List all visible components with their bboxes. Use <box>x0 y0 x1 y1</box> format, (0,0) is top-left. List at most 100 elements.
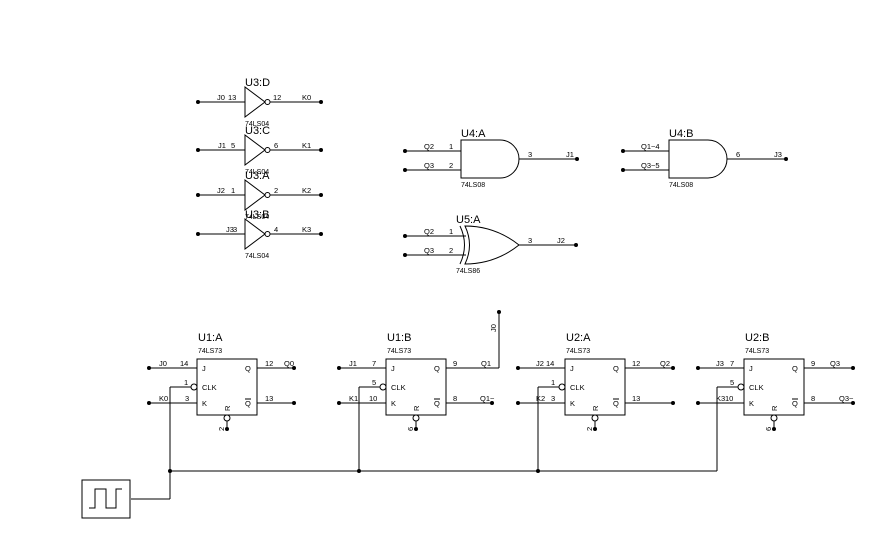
ff-clk-pin: 5 <box>372 378 376 387</box>
ff-q-pin: 9 <box>811 359 815 368</box>
inverter-u3d[interactable]: U3:D 74LS04 J0 13 12 K0 <box>196 77 323 128</box>
square-wave-icon <box>89 488 122 509</box>
gate-in1-net: Q2 <box>424 142 434 151</box>
inverter-u3b[interactable]: U3:B 74LS04 J3 3 4 K3 <box>196 209 323 260</box>
gate-in2-net: Q3 <box>424 161 434 170</box>
inverter-in-pin: 1 <box>231 186 235 195</box>
inverter-out-pin: 4 <box>274 225 278 234</box>
ff-j-pin: 14 <box>180 359 188 368</box>
gate-ref: U4:A <box>461 128 486 140</box>
ff-qn-pin: 8 <box>811 394 815 403</box>
ff-qn-net: Q1~ <box>480 394 495 403</box>
wire-j0-label: J0 <box>489 324 498 332</box>
gate-in1-net: Q2 <box>424 227 434 236</box>
gate-in2-net: Q3 <box>424 246 434 255</box>
ff-q-pin: 12 <box>265 359 273 368</box>
ff-r-label: R <box>412 405 421 411</box>
xor-gate-u5a[interactable]: U5:A 74LS86 Q2 1 Q3 2 3 J2 <box>403 214 578 275</box>
flipflop-u1a[interactable]: U1:A 74LS73 J0 14 1 K0 3 12 Q0 13 2 J CL… <box>147 332 296 431</box>
ff-clk-label: CLK <box>570 383 585 392</box>
flipflop-part: 74LS73 <box>198 348 222 355</box>
ff-k-net: K0 <box>159 394 168 403</box>
gate-part: 74LS08 <box>669 182 693 189</box>
inverter-u3c[interactable]: U3:C 74LS04 J1 5 6 K1 <box>196 125 323 176</box>
inverter-out-pin: 6 <box>274 141 278 150</box>
ff-qn-pin: 8 <box>453 394 457 403</box>
ff-r-label: R <box>591 405 600 411</box>
gate-out-pin: 3 <box>528 236 532 245</box>
inverter-part: 74LS04 <box>245 169 269 176</box>
flipflop-part: 74LS73 <box>566 348 590 355</box>
ff-qn-pin: 13 <box>265 394 273 403</box>
gate-part: 74LS86 <box>456 268 480 275</box>
ff-k-label: K <box>202 399 207 408</box>
ff-k-net: K2 <box>536 394 545 403</box>
ff-clk-pin: 5 <box>730 378 734 387</box>
ff-q-net: Q2 <box>660 359 670 368</box>
ff-qn-label: Q <box>434 399 440 408</box>
ff-j-pin: 7 <box>730 359 734 368</box>
ff-k-pin: 10 <box>725 394 733 403</box>
ff-r-pin: 2 <box>217 427 226 431</box>
ff-j-pin: 7 <box>372 359 376 368</box>
inverter-in-net: J1 <box>218 141 226 150</box>
ff-k-label: K <box>749 399 754 408</box>
inverter-in-pin: 3 <box>233 225 237 234</box>
ff-q-label: Q <box>792 364 798 373</box>
flipflop-u2a[interactable]: U2:A 74LS73 J2 14 1 K2 3 12 Q2 13 2 J CL… <box>516 332 675 431</box>
gate-in2-pin: 2 <box>449 246 453 255</box>
ff-r-label: R <box>770 405 779 411</box>
and-gate-u4a[interactable]: U4:A 74LS08 Q2 1 Q3 2 3 J1 <box>403 128 579 189</box>
gate-ref: U5:A <box>456 214 481 226</box>
flipflop-u1b[interactable]: U1:B 74LS73 J1 7 5 K1 10 9 Q1 8 Q1~ 6 J … <box>337 332 499 431</box>
ff-j-net: J3 <box>716 359 724 368</box>
ff-j-pin: 14 <box>546 359 554 368</box>
flipflop-ref: U1:A <box>198 332 223 344</box>
ff-qn-pin: 13 <box>632 394 640 403</box>
ff-qn-label: Q <box>613 399 619 408</box>
inverter-part: 74LS04 <box>245 121 269 128</box>
gate-out-pin: 6 <box>736 150 740 159</box>
ff-r-pin: 6 <box>764 427 773 431</box>
inverter-out-pin: 12 <box>273 93 281 102</box>
ff-k-pin: 10 <box>369 394 377 403</box>
ff-r-pin: 2 <box>585 427 594 431</box>
inverter-in-net: J3 <box>226 225 234 234</box>
inverter-out-net: K0 <box>302 93 311 102</box>
inverter-out-net: K1 <box>302 141 311 150</box>
inverter-in-net: J2 <box>217 186 225 195</box>
ff-clk-label: CLK <box>749 383 764 392</box>
inverter-ref: U3:D <box>245 77 270 89</box>
inverter-part: 74LS04 <box>245 253 269 260</box>
ff-j-label: J <box>749 364 753 373</box>
flipflop-ref: U2:A <box>566 332 591 344</box>
clock-source[interactable] <box>81 479 131 519</box>
flipflop-part: 74LS73 <box>387 348 411 355</box>
inverter-in-pin: 5 <box>231 141 235 150</box>
ff-k-pin: 3 <box>551 394 555 403</box>
inverter-u3a[interactable]: U3:A 74LS04 J2 1 2 K2 <box>196 170 323 221</box>
ff-q-net: Q0 <box>284 359 294 368</box>
ff-q-net: Q3 <box>830 359 840 368</box>
inverter-ref: U3:B <box>245 209 269 221</box>
gate-out-net: J1 <box>566 150 574 159</box>
ff-r-label: R <box>223 405 232 411</box>
and-gate-u4b[interactable]: U4:B 74LS08 Q1~4 Q3~5 6 J3 <box>621 128 788 189</box>
inverter-out-net: K2 <box>302 186 311 195</box>
gate-out-net: J2 <box>557 236 565 245</box>
clock-bus[interactable] <box>131 386 718 500</box>
ff-j-net: J1 <box>349 359 357 368</box>
inverter-out-pin: 2 <box>274 186 278 195</box>
ff-k-net: K1 <box>349 394 358 403</box>
ff-q-label: Q <box>245 364 251 373</box>
ff-k-net: K3 <box>716 394 725 403</box>
flipflop-u2b[interactable]: U2:B 74LS73 J3 7 5 K3 10 9 Q3 8 Q3~ 6 J … <box>696 332 855 431</box>
ff-j-label: J <box>202 364 206 373</box>
gate-in1-pin: 1 <box>449 142 453 151</box>
gate-in2-pin: 2 <box>449 161 453 170</box>
gate-in2-net: Q3~5 <box>641 161 660 170</box>
ff-qn-label: Q <box>245 399 251 408</box>
wire-q1-j0[interactable]: J0 <box>489 310 501 368</box>
gate-part: 74LS08 <box>461 182 485 189</box>
ff-r-pin: 6 <box>406 427 415 431</box>
